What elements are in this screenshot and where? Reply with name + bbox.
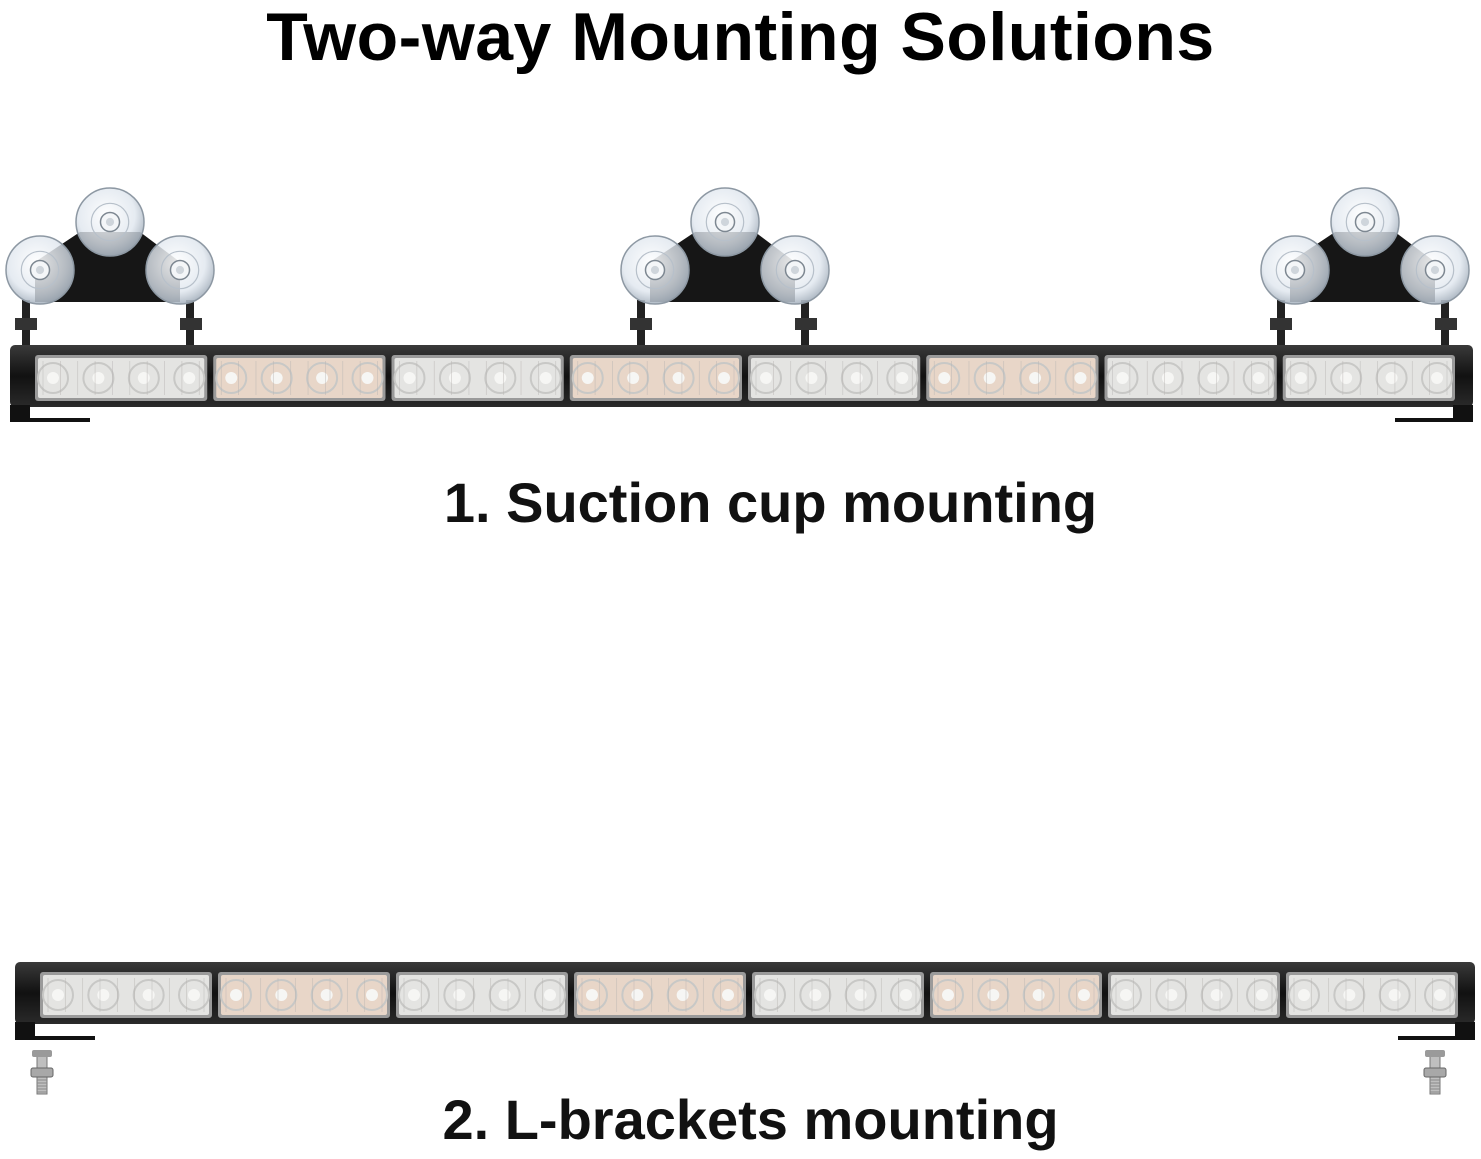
led-module-amber [926,355,1099,401]
caption-l-brackets: 2. L-brackets mounting [442,1088,1059,1151]
suction-mount [1260,187,1470,348]
right-l-bracket [1398,1022,1475,1040]
suction-mount-bar [5,187,1473,422]
led-module-white [391,355,564,401]
led-module-white [35,355,208,401]
led-module-amber [574,972,746,1018]
page-title: Two-way Mounting Solutions [266,0,1215,75]
left-foot [10,405,90,422]
led-module-white [1282,355,1455,401]
led-module-white [396,972,568,1018]
bolt-icon [30,1050,54,1095]
l-bracket-bar [15,962,1475,1095]
led-module-amber [930,972,1102,1018]
led-module-amber [213,355,386,401]
right-foot [1395,405,1473,422]
led-module-white [748,355,921,401]
led-module-white [1286,972,1458,1018]
led-module-white [752,972,924,1018]
suction-mount [620,187,830,348]
left-l-bracket [15,1022,95,1040]
led-module-white [40,972,212,1018]
led-module-white [1108,972,1280,1018]
led-module-white [1104,355,1277,401]
led-module-amber [569,355,742,401]
bolt-icon [1423,1050,1447,1095]
suction-mount [5,187,215,348]
caption-suction-cup: 1. Suction cup mounting [443,471,1098,534]
led-module-amber [218,972,390,1018]
